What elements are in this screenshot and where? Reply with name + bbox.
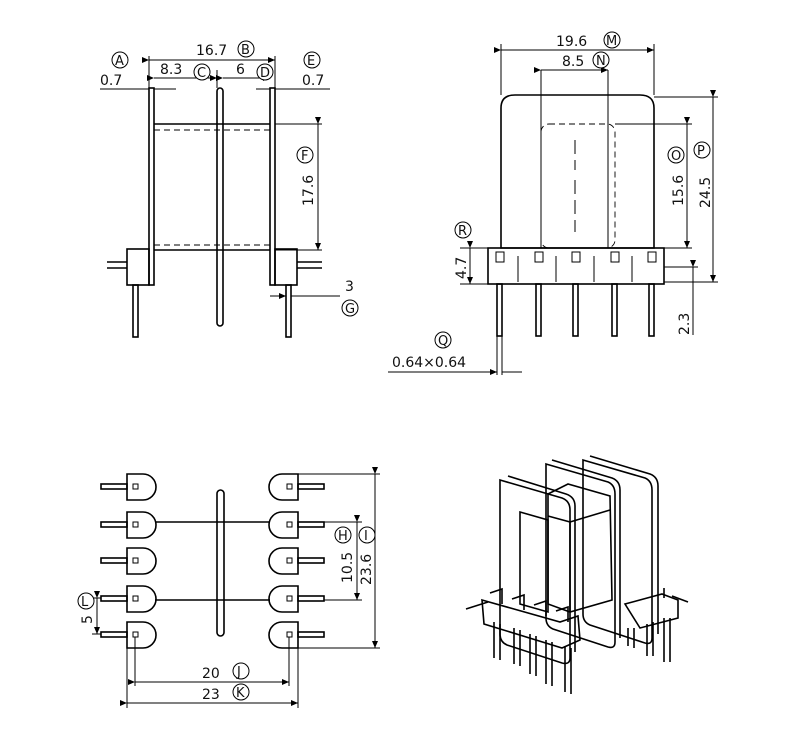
label-l: L xyxy=(81,595,89,610)
front-view: 16.7 B 8.3 C 6 D 0.7 A 0.7 E 17.6 F xyxy=(100,40,359,338)
side-view: 19.6 M 8.5 N 15.6 O 24.5 P 4.7 R 2.3 xyxy=(388,31,718,375)
right-pin-block xyxy=(274,248,298,286)
label-i: I xyxy=(364,529,368,544)
label-n: N xyxy=(596,54,606,69)
label-o: O xyxy=(671,149,681,164)
dim-j-value: 20 xyxy=(202,666,220,682)
side-base xyxy=(487,247,665,285)
label-j: J xyxy=(236,665,241,680)
iso-mid-flange xyxy=(545,459,621,649)
iso-front-flange xyxy=(499,475,576,665)
bottom-right-pads xyxy=(268,473,325,649)
dim-pin-value: 2.3 xyxy=(677,313,693,335)
dim-d-value: 6 xyxy=(236,62,245,78)
dim-b-value: 16.7 xyxy=(196,43,227,59)
dim-l-value: 5 xyxy=(80,615,96,624)
label-d: D xyxy=(260,66,270,81)
label-r: R xyxy=(458,224,467,239)
iso-rear-base xyxy=(623,588,689,662)
dim-o-value: 15.6 xyxy=(671,175,687,206)
dim-q-value: 0.64×0.64 xyxy=(392,355,466,371)
label-f: F xyxy=(301,149,308,164)
iso-front-pins xyxy=(465,601,572,694)
dim-k-value: 23 xyxy=(202,687,220,703)
dim-r-value: 4.7 xyxy=(454,257,470,279)
dim-c-value: 8.3 xyxy=(160,62,182,78)
label-g: G xyxy=(345,302,355,317)
side-pin-slots xyxy=(495,251,657,282)
dim-g-value: 3 xyxy=(345,279,354,295)
side-pins xyxy=(496,283,655,337)
side-flange xyxy=(500,94,655,249)
isometric-view xyxy=(465,455,689,694)
label-q: Q xyxy=(438,334,448,349)
left-pin-block xyxy=(126,248,150,286)
label-k: K xyxy=(236,686,245,701)
bottom-view: 10.5 H 23.6 I 5 L 20 J 23 K xyxy=(77,467,380,708)
dim-p-value: 24.5 xyxy=(698,177,714,208)
label-h: H xyxy=(338,529,348,544)
dim-m-value: 19.6 xyxy=(556,34,587,50)
bottom-center-flange xyxy=(216,489,225,637)
right-pin xyxy=(285,284,292,338)
dim-a-value: 0.7 xyxy=(100,73,122,89)
bottom-left-pads xyxy=(100,473,157,649)
dim-i-value: 23.6 xyxy=(359,554,375,585)
iso-rear-flange xyxy=(582,455,659,645)
label-e: E xyxy=(307,54,315,69)
iso-front-base xyxy=(481,587,581,649)
label-m: M xyxy=(606,34,617,49)
label-c: C xyxy=(197,66,206,81)
right-flange xyxy=(269,87,276,286)
iso-core xyxy=(547,483,613,613)
left-pin xyxy=(132,284,139,338)
left-flange xyxy=(148,87,155,286)
dim-e-value: 0.7 xyxy=(302,73,324,89)
dim-h-value: 10.5 xyxy=(340,552,356,583)
label-p: P xyxy=(697,144,705,159)
label-a: A xyxy=(115,54,124,69)
dim-f-value: 17.6 xyxy=(301,175,317,206)
dim-n-value: 8.5 xyxy=(562,54,584,70)
label-b: B xyxy=(241,43,250,58)
center-flange xyxy=(216,87,224,327)
